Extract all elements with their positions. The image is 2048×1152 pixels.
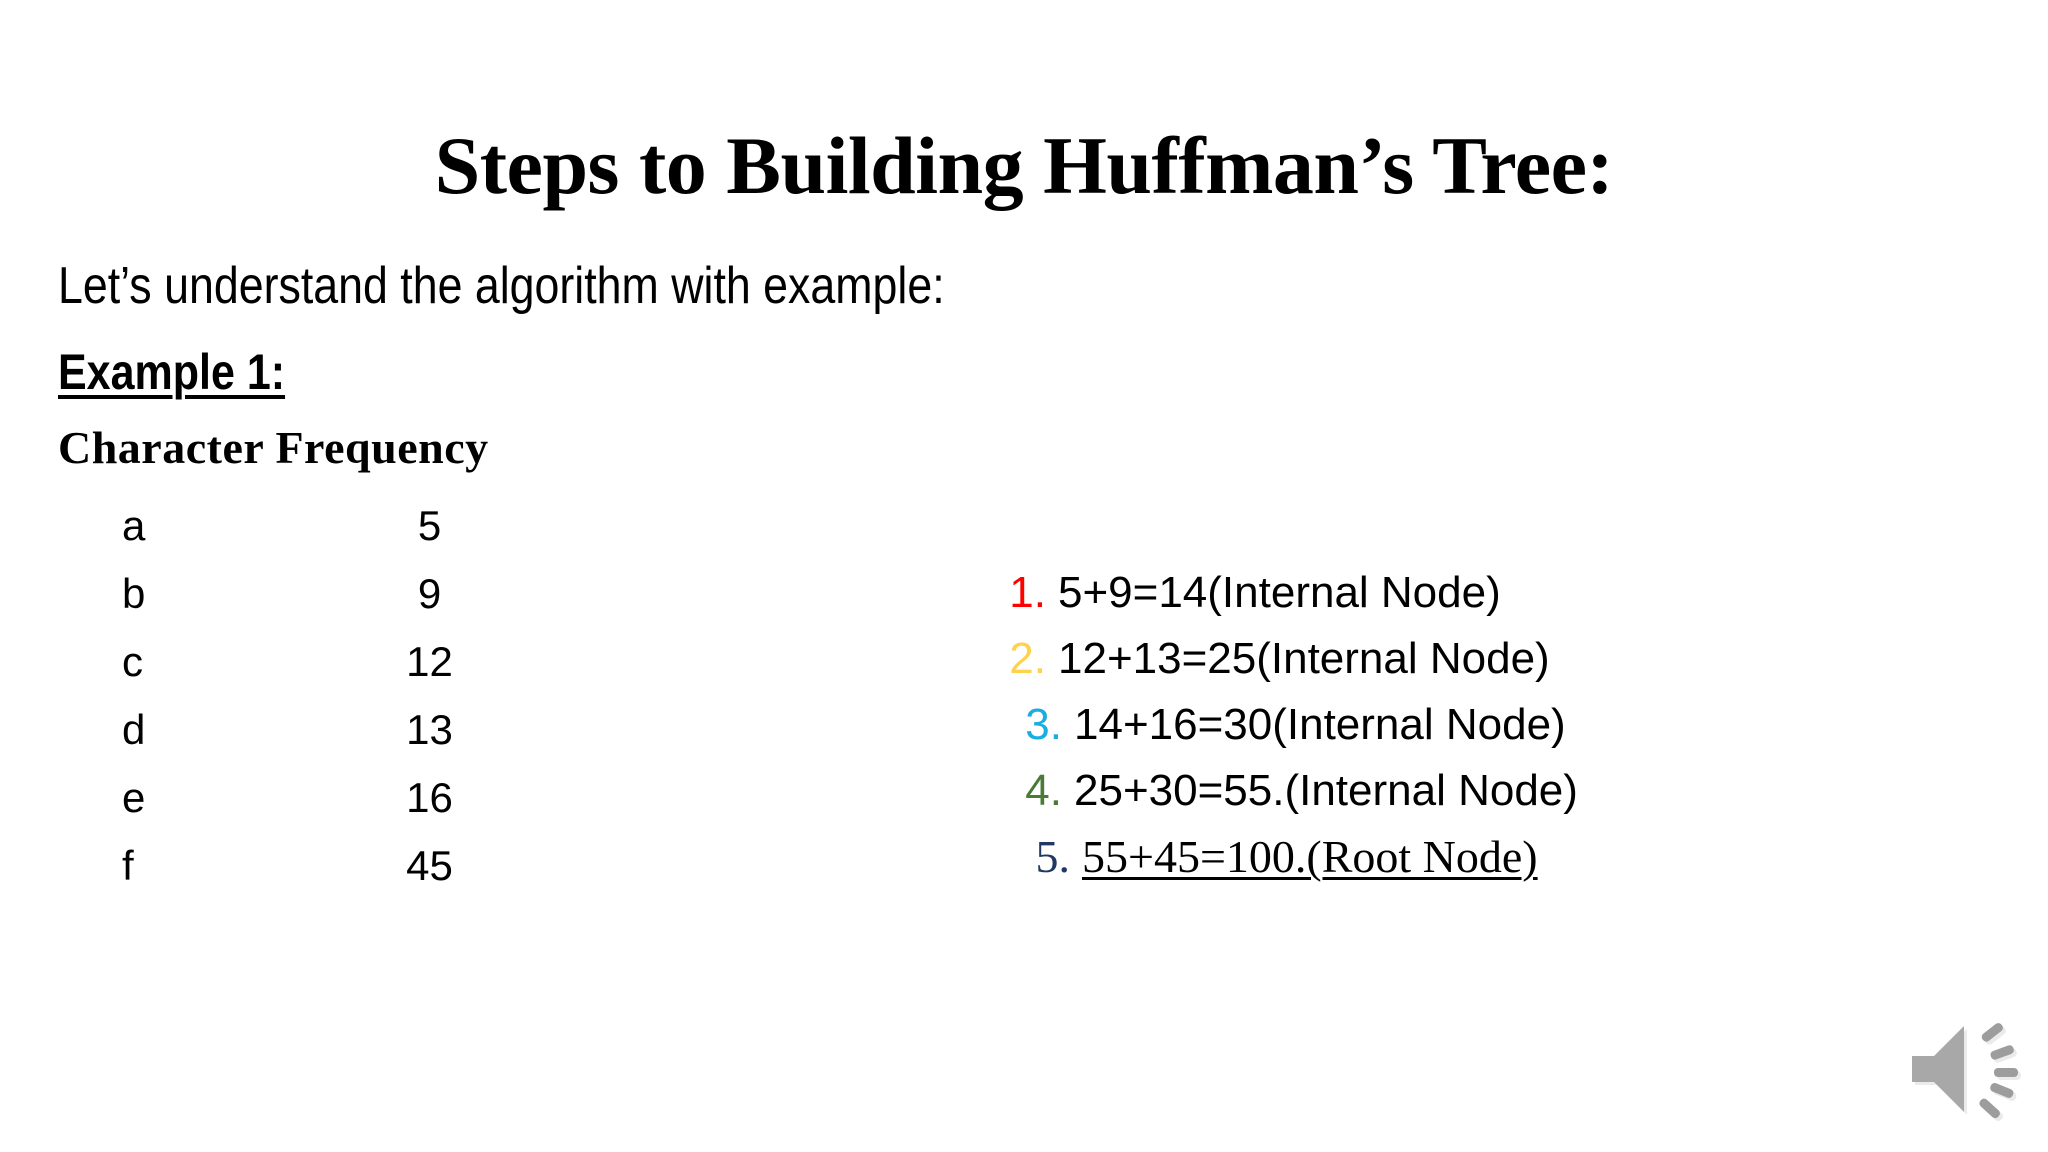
table-cell-frequency: 45 xyxy=(406,842,453,889)
list-item-label: 12+13=25(Internal Node) xyxy=(1058,634,1550,683)
table-cell-frequency: 12 xyxy=(406,638,453,685)
frequency-table: a 5 b 9 c 12 d 13 e 16 f 45 xyxy=(100,492,520,900)
huffman-steps-list: 1. 5+9=14(Internal Node) 2. 12+13=25(Int… xyxy=(980,560,1578,890)
speaker-audio-icon[interactable] xyxy=(1908,1014,2040,1124)
table-cell-frequency: 13 xyxy=(406,706,453,753)
list-item: 2. 12+13=25(Internal Node) xyxy=(1002,626,1578,692)
table-row: d 13 xyxy=(100,696,520,764)
table-cell-character: a xyxy=(122,502,146,549)
list-item-marker: 3. xyxy=(1025,700,1062,749)
list-item: 1. 5+9=14(Internal Node) xyxy=(1002,560,1578,626)
list-item-marker: 4. xyxy=(1025,766,1062,815)
table-cell-frequency: 5 xyxy=(417,502,442,549)
list-item: 3. 14+16=30(Internal Node) xyxy=(1018,692,1578,758)
frequency-table-body: a 5 b 9 c 12 d 13 e 16 f 45 xyxy=(100,492,520,900)
list-item-label: 5+9=14(Internal Node) xyxy=(1058,568,1501,617)
page-title: Steps to Building Huffman’s Tree: xyxy=(434,120,1614,211)
table-row: e 16 xyxy=(100,764,520,832)
table-row: f 45 xyxy=(100,832,520,900)
intro-text: Let’s understand the algorithm with exam… xyxy=(58,257,945,315)
list-item: 5. 55+45=100.(Root Node) xyxy=(1026,824,1578,890)
table-row: b 9 xyxy=(100,560,520,628)
list-item-label: 14+16=30(Internal Node) xyxy=(1074,700,1566,749)
table-cell-frequency: 16 xyxy=(406,774,453,821)
table-row: c 12 xyxy=(100,628,520,696)
table-cell-character: b xyxy=(122,570,146,617)
table-cell-frequency: 9 xyxy=(417,570,442,617)
list-item-marker: 1. xyxy=(1009,568,1046,617)
list-item-marker: 2. xyxy=(1009,634,1046,683)
list-item-marker: 5. xyxy=(1035,831,1071,882)
table-cell-character: c xyxy=(122,638,143,685)
frequency-table-heading: Character Frequency xyxy=(58,422,489,473)
table-cell-character: d xyxy=(122,706,146,753)
table-row: a 5 xyxy=(100,492,520,560)
list-item: 4. 25+30=55.(Internal Node) xyxy=(1018,758,1578,824)
list-item-label: 25+30=55.(Internal Node) xyxy=(1074,766,1578,815)
table-cell-character: e xyxy=(122,774,146,821)
table-cell-character: f xyxy=(122,842,134,889)
example-label: Example 1: xyxy=(58,344,286,400)
list-item-label: 55+45=100.(Root Node) xyxy=(1082,831,1538,882)
